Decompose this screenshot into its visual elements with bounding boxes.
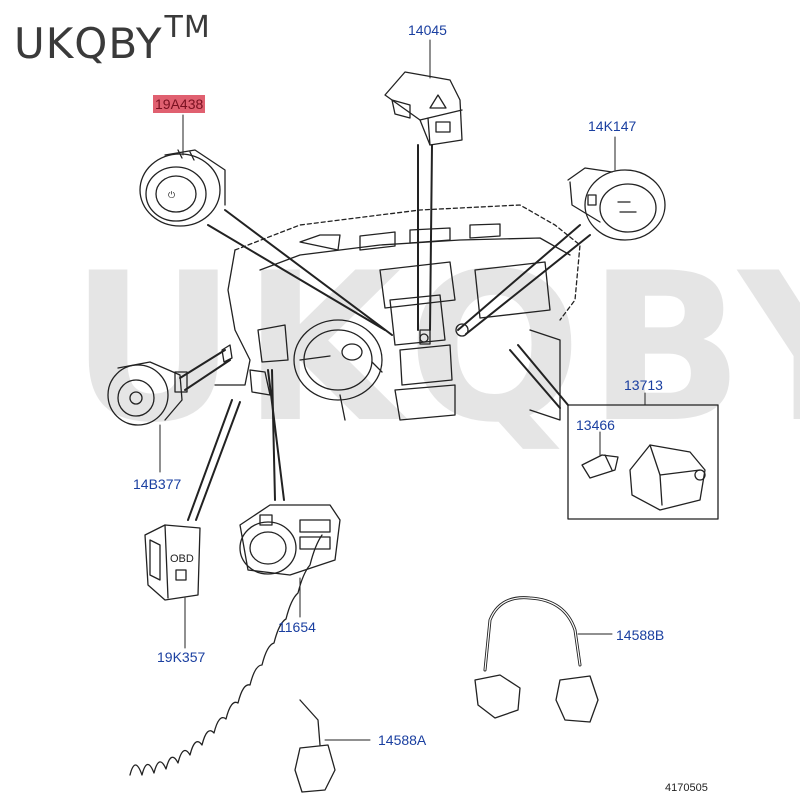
brand-trademark: TM (164, 10, 211, 45)
hazard-switch-icon (384, 71, 463, 146)
callout-19k357: 19K357 (157, 649, 206, 665)
callout-14045: 14045 (408, 22, 447, 38)
callout-14b377: 14B377 (133, 476, 182, 492)
round-switch-icon (567, 167, 666, 241)
callout-14588a: 14588A (378, 732, 427, 748)
cable-icon (474, 596, 599, 723)
callout-14k147: 14K147 (588, 118, 637, 134)
headlamp-switch-icon (239, 504, 341, 576)
drawing-number: 4170505 (665, 782, 708, 794)
bulb-icon (581, 454, 619, 479)
rotary-switch-icon (107, 361, 188, 426)
brand-logo: UKQBYTM (14, 10, 211, 68)
callout-19a438: 19A438 (153, 95, 206, 113)
callout-11654: 11654 (278, 619, 316, 635)
start-button-icon: ⏻ (139, 149, 226, 227)
kit-box (567, 404, 719, 520)
bulb-holder-icon (629, 444, 706, 511)
callout-13713: 13713 (624, 377, 663, 393)
callout-13466: 13466 (576, 417, 615, 433)
svg-text:OBD: OBD (170, 553, 194, 565)
obd-connector-icon: OBD (144, 524, 201, 601)
coiled-cable-icon (129, 534, 336, 793)
leader-lines (179, 144, 591, 521)
brand-name: UKQBY (14, 19, 163, 68)
svg-text:⏻: ⏻ (168, 190, 175, 200)
callout-14588b: 14588B (616, 627, 665, 643)
dashboard-illustration (214, 204, 581, 421)
